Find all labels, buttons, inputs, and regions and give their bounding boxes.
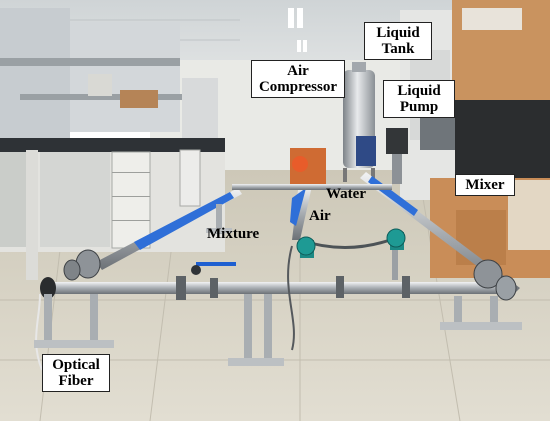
label-mixer-text: Mixer [465, 177, 505, 193]
label-optical-fiber: Optical Fiber [42, 354, 110, 392]
pipe-flanges [40, 249, 517, 301]
liquid-pump [356, 128, 408, 184]
label-optical-fiber-line1: Optical [52, 357, 100, 373]
pipe-stands [34, 204, 522, 366]
label-mixture: Mixture [207, 226, 260, 242]
label-liquid-tank-line1: Liquid [376, 25, 420, 41]
label-water: Water [326, 186, 366, 202]
label-liquid-tank: Liquid Tank [364, 22, 432, 60]
label-optical-fiber-line2: Fiber [58, 373, 94, 389]
label-liquid-tank-line2: Tank [381, 41, 415, 57]
label-air-compressor-line2: Compressor [258, 79, 338, 95]
pressure-sensors [296, 228, 406, 280]
label-air: Air [309, 208, 331, 224]
left-shelving [0, 8, 218, 138]
label-air-compressor-line1: Air [287, 63, 309, 79]
cardboard-boxes [430, 0, 550, 278]
label-liquid-pump: Liquid Pump [383, 80, 455, 118]
label-air-compressor: Air Compressor [251, 60, 345, 98]
label-liquid-pump-line1: Liquid [397, 83, 441, 99]
lab-bench [0, 138, 225, 280]
label-liquid-pump-line2: Pump [399, 99, 439, 115]
label-mixer: Mixer [455, 174, 515, 196]
